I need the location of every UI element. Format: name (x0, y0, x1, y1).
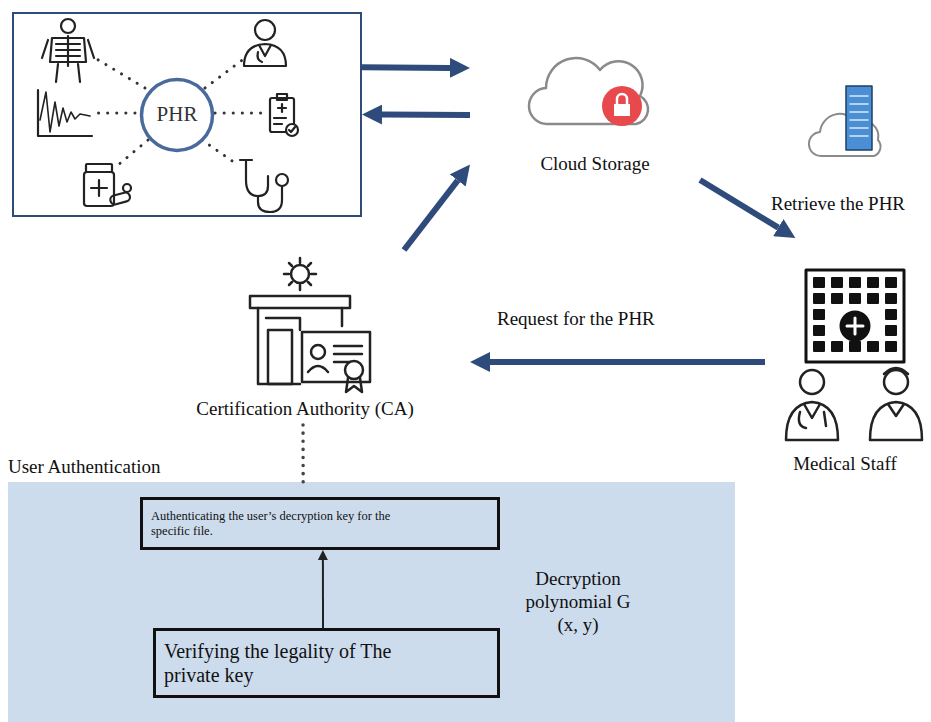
arrow-connector (322, 560, 324, 628)
arrow-connector (382, 112, 470, 118)
node-label: Cloud Storage (540, 153, 649, 176)
edge-label: Retrieve the PHR (768, 193, 908, 214)
clipboard-icon (270, 94, 298, 136)
edge-label: Request for the PHR (494, 308, 658, 329)
phr-circle: PHR (139, 77, 215, 153)
xray-icon (42, 19, 94, 82)
medical-staff-node: Medical Staff (765, 238, 925, 478)
ca-building-icon (250, 258, 370, 392)
dotted-connector (301, 425, 305, 482)
doctor-icon (244, 20, 286, 66)
ca-node: Certification Authority (CA) (140, 250, 470, 425)
arrow-connector (700, 180, 778, 228)
dotted-spokes (95, 58, 262, 165)
arrow-connector (404, 180, 458, 250)
server-cloud-icon (809, 86, 881, 156)
process-text: Verifying the legality of The private ke… (164, 639, 414, 687)
phr-panel: PHR (12, 12, 362, 217)
stethoscope-icon (240, 160, 288, 212)
node-label: PHR (157, 102, 198, 127)
node-label: Medical Staff (793, 453, 897, 476)
cloud-lock-icon (529, 58, 648, 126)
process-text: Authenticating the user’s decryption key… (151, 509, 401, 539)
medicine-icon (84, 164, 131, 206)
staff-icon (786, 368, 922, 440)
arrow-connector (362, 64, 450, 71)
polynomial-label: Decryption polynomial G (x, y) (516, 568, 640, 636)
hospital-icon (806, 270, 904, 362)
edge-label-holder: Request for the PHR (494, 308, 658, 330)
edge-label-holder: Retrieve the PHR (768, 193, 908, 215)
node-label: Certification Authority (CA) (196, 398, 413, 421)
cloud-storage-node: Cloud Storage (470, 40, 720, 180)
ecg-icon (38, 90, 92, 136)
arrow-connector (490, 359, 765, 365)
process-box: Authenticating the user’s decryption key… (140, 497, 500, 550)
authentication-band: Authenticating the user’s decryption key… (8, 482, 735, 722)
band-heading: User Authentication (8, 456, 248, 479)
process-box: Verifying the legality of The private ke… (153, 628, 500, 698)
